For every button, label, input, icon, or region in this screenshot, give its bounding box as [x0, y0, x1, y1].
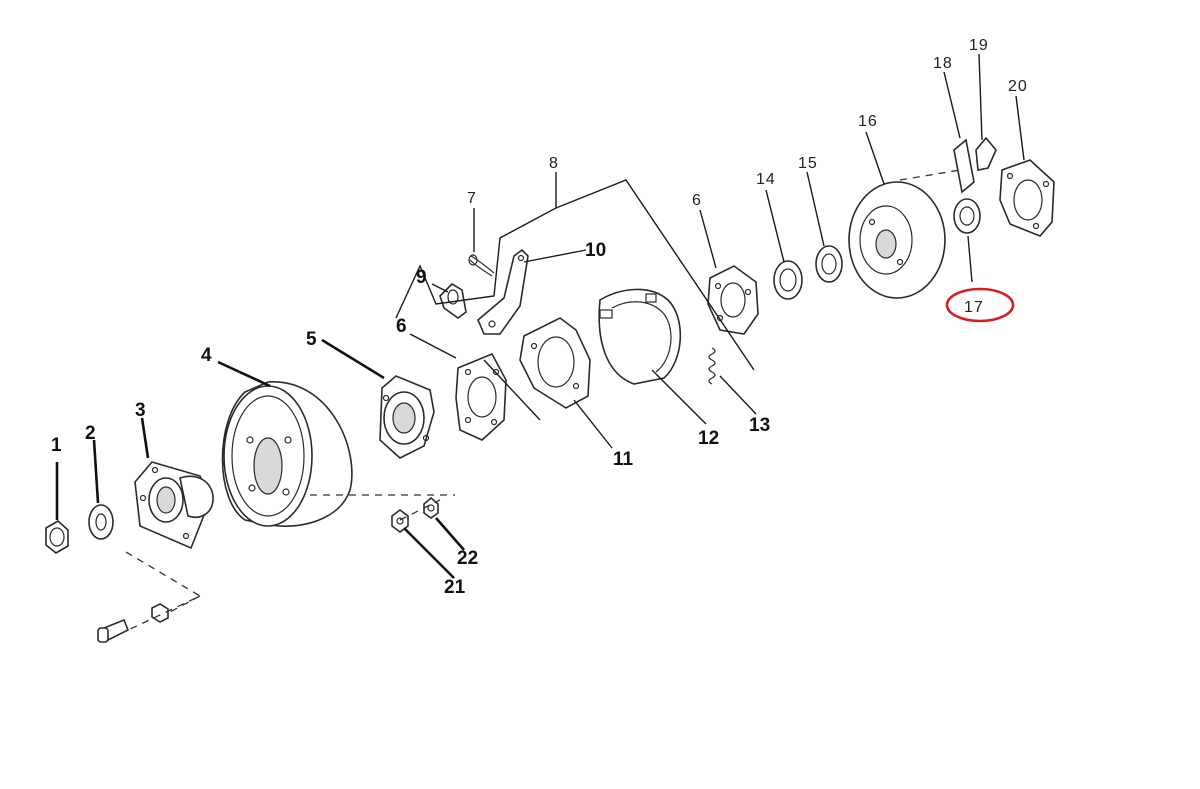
callout-21: 21 [444, 577, 466, 598]
part-13-spring [708, 347, 716, 385]
leader-lines [55, 53, 1025, 579]
part-14-washer [773, 260, 803, 300]
callout-18: 18 [933, 55, 953, 72]
part-15-washer [815, 245, 843, 283]
part-2-washer [88, 504, 114, 540]
part-21-nut [391, 509, 409, 533]
dashed-assembly-lines [123, 169, 961, 633]
callout-16: 16 [858, 113, 878, 130]
callout-7: 7 [467, 190, 477, 207]
callout-1: 1 [51, 435, 62, 456]
part-6-gasket-left [455, 352, 507, 441]
callout-17: 17 [964, 299, 984, 316]
callout-8: 8 [549, 155, 559, 172]
part-12-brake-band [598, 288, 682, 385]
part-6-gasket-right [707, 265, 759, 335]
part-22-nut [423, 496, 439, 519]
callout-6-right: 6 [692, 192, 702, 209]
callout-3: 3 [135, 400, 146, 421]
part-19-clip [975, 136, 997, 171]
callout-15: 15 [798, 155, 818, 172]
part-4-brake-drum [221, 381, 353, 528]
callout-10: 10 [585, 240, 606, 261]
callout-14: 14 [756, 171, 776, 188]
callout-4: 4 [201, 345, 212, 366]
part-16-disc [848, 181, 946, 299]
part-7-cotter-pin [468, 254, 495, 277]
part-10-lever [477, 248, 529, 335]
callout-6-left: 6 [396, 316, 407, 337]
callout-11: 11 [613, 449, 634, 470]
callout-12: 12 [698, 428, 719, 449]
part-3-hub-flange [134, 461, 214, 550]
highlight-ring [945, 287, 1015, 323]
callout-13: 13 [749, 415, 770, 436]
callout-22: 22 [457, 548, 478, 569]
callout-2: 2 [85, 423, 96, 444]
part-1-nut [45, 520, 69, 554]
callout-20: 20 [1008, 78, 1028, 95]
part-5-seal-housing [379, 375, 435, 459]
callout-5: 5 [306, 329, 317, 350]
callout-19: 19 [969, 37, 989, 54]
bolt-and-nut [97, 603, 169, 643]
callout-labels: 1 2 3 4 5 6 6 7 8 9 10 11 12 13 14 15 16… [51, 37, 1028, 598]
callout-9: 9 [416, 267, 427, 288]
part-20-cover-plate [999, 159, 1055, 237]
part-17-bushing [953, 198, 981, 234]
part-18-key [953, 138, 975, 194]
part-11-plate [519, 317, 591, 409]
